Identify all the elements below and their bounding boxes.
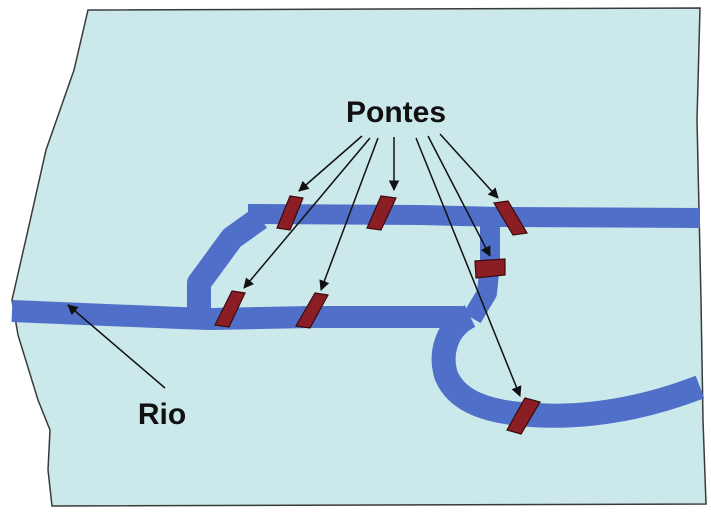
bridges (214, 195, 541, 435)
bridge-2 (366, 195, 397, 231)
arrow-bridge-5 (243, 137, 371, 289)
bridge-3 (493, 200, 528, 236)
river-right-connector (463, 218, 500, 324)
river-lower-loop (431, 305, 705, 428)
river-main-channel (11, 300, 462, 330)
arrow-bridge-4 (427, 135, 491, 257)
bridge-1 (276, 195, 304, 231)
arrow-bridge-6 (319, 137, 379, 291)
arrow-river (67, 304, 166, 389)
river-label: Rio (138, 398, 186, 431)
bridge-4 (474, 258, 506, 279)
bridges-label: Pontes (346, 96, 446, 129)
river-upper-channel (247, 204, 701, 228)
bridge-arrows (243, 133, 522, 397)
river-left-branch (187, 208, 267, 318)
arrow-bridge-3 (439, 133, 499, 199)
bridge-7 (506, 397, 541, 435)
bridge-5 (214, 290, 246, 328)
river (11, 204, 705, 428)
arrow-bridge-1 (298, 135, 363, 192)
bridge-6 (295, 292, 329, 329)
land-area (11, 7, 707, 507)
arrow-bridge-7 (415, 137, 522, 397)
